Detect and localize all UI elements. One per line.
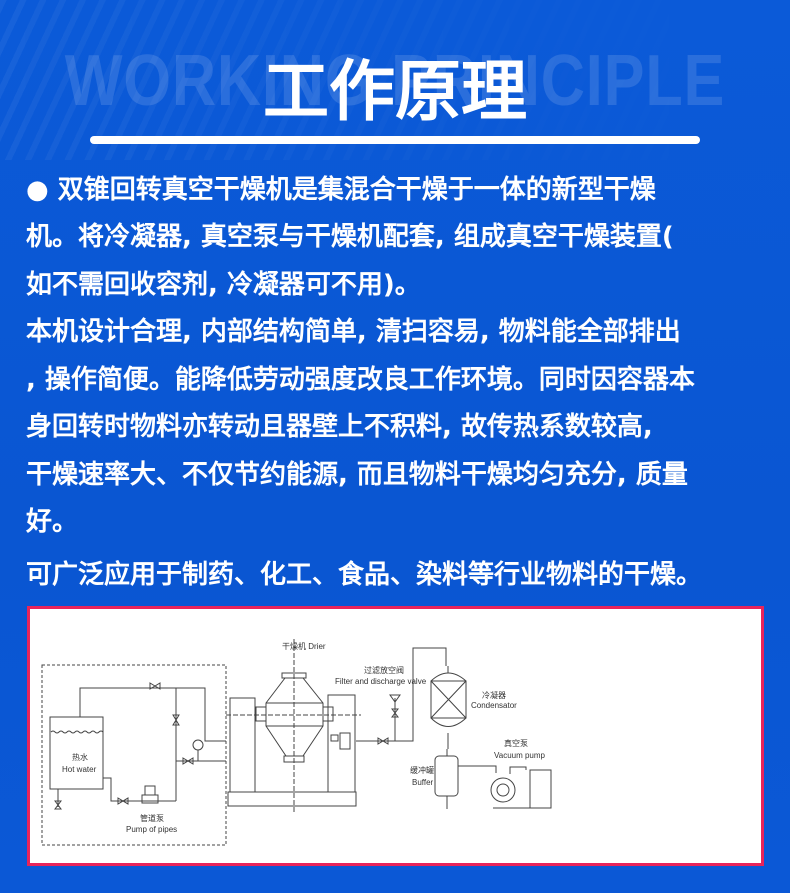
description-line: 机。将冷凝器, 真空泵与干燥机配套, 组成真空干燥装置( [26,222,674,252]
vacuum-motor-icon [529,769,552,809]
description-line: 如不需回收容剂, 冷凝器可不用)。 [26,270,421,300]
supply-pipe [79,687,226,742]
label-condenser-en: Condensator [471,701,517,710]
description-line: , 操作简便。能降低劳动强度改良工作环境。同时因容器本 [26,365,695,395]
pressure-gauge-icon [192,739,204,751]
drier-left-stand [229,697,256,792]
label-filter-cn: 过滤放空阀 [364,665,404,675]
vacuum-pump-icon [490,777,516,803]
valve-icon [182,757,194,765]
label-hotwater-cn: 热水 [72,752,88,762]
label-vacuum-en: Vacuum pump [494,751,546,760]
buffer-pipe [458,765,497,773]
description-line: 身回转时物料亦转动且器壁上不积料, 故传热系数较高, [26,412,653,442]
water-level [50,730,104,734]
drier-base [227,791,357,807]
valve-icon [54,800,62,810]
drier-right-stand [327,694,356,792]
valve-icon [172,714,180,726]
label-hotwater-en: Hot water [62,765,97,774]
page-title: 工作原理 [263,53,527,130]
valve-icon [377,737,389,745]
description-line: 好。 [26,507,79,537]
pipe-pump-icon [141,794,159,804]
header-watermark: WORKING PRINCIPLE [64,41,726,121]
title-underline [90,136,700,144]
label-pump-cn: 管道泵 [140,813,164,823]
description-line: 干燥速率大、不仅节约能源, 而且物料干燥均匀充分, 质量 [26,460,688,490]
filter-valve-icon [389,694,401,718]
label-filter-en: Filter and discharge valve [335,677,427,686]
label-vacuum-cn: 真空泵 [504,738,528,748]
description-line: 可广泛应用于制药、化工、食品、染料等行业物料的干燥。 [26,560,703,590]
label-drier: 干燥机 Drier [282,641,326,651]
label-buffer-cn: 缓冲罐 [410,765,434,775]
valve-icon [149,682,161,690]
process-diagram-drawing: 干燥机 Drier 过滤放空阀 Filter and discharge val… [41,639,552,846]
description-line: 本机设计合理, 内部结构简单, 清扫容易, 物料能全部排出 [26,317,681,347]
valve-icon [117,797,129,805]
hot-water-tank [49,716,104,790]
label-condenser-cn: 冷凝器 [482,690,506,700]
description-line: ● 双锥回转真空干燥机是集混合干燥于一体的新型干燥 [26,175,656,205]
process-diagram: 干燥机 Drier 过滤放空阀 Filter and discharge val… [27,606,764,866]
drive-motor-icon [339,732,351,750]
header-background-rays [0,0,790,160]
label-buffer-en: Buffer [412,778,434,787]
buffer-tank [434,755,459,797]
label-pump-en: Pump of pipes [126,825,177,834]
pump-pipe [103,777,176,802]
hot-water-system-boundary [41,664,227,846]
vacuum-pipe [356,647,447,742]
